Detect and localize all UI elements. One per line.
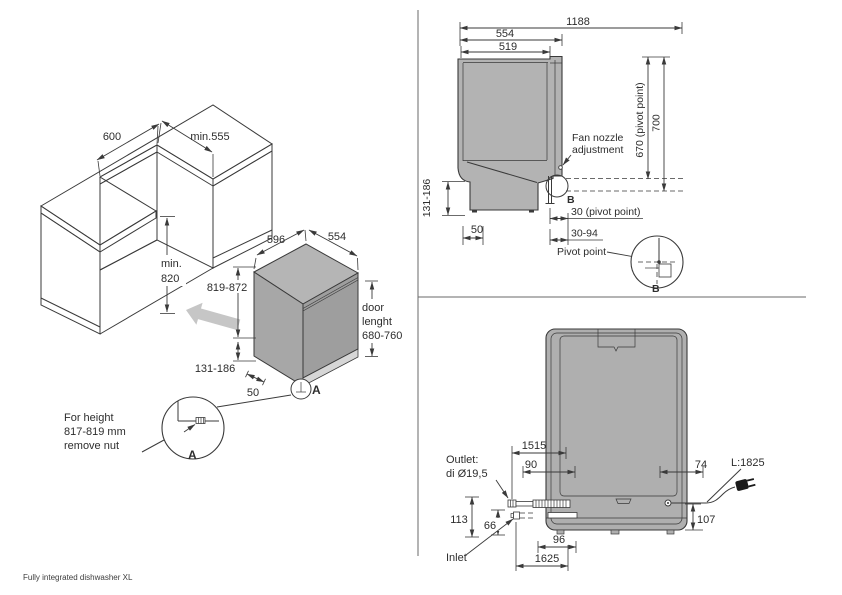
detail-b-marker: [545, 174, 569, 198]
dishwasher-isometric: [253, 243, 360, 392]
panel-dividers: [417, 10, 806, 556]
dim-door-1: door: [362, 302, 384, 314]
dim-niche-height-1: min.: [161, 258, 182, 270]
detail-a-label: A: [188, 448, 197, 462]
inlet-label: Inlet: [446, 552, 467, 564]
dishwasher-dimensions: 596 554 819-872 131-186 50 door lenght 6…: [195, 229, 414, 399]
dim-inlet-offset: 96: [553, 534, 565, 546]
plug-icon: [735, 478, 756, 491]
side-view-dimensions: 1188 554 519 670 (pivot point) 700 131-1…: [421, 16, 683, 245]
rear-view: [507, 328, 756, 535]
dim-side-pivot-height: 670 (pivot point): [634, 82, 646, 157]
inlet-hose: [510, 511, 578, 520]
dim-inlet-height: 66: [484, 520, 496, 532]
dim-cord-height: 107: [697, 514, 715, 526]
detail-a-note-2: 817-819 mm: [64, 426, 126, 438]
detail-a-note-1: For height: [64, 412, 114, 424]
outlet-label-2: di Ø19,5: [446, 468, 488, 480]
dim-cord-offset: 74: [695, 459, 707, 471]
pivot-point-label: Pivot point: [557, 246, 606, 258]
dim-side-pivot-offset: 30 (pivot point): [571, 206, 640, 218]
footer-caption: Fully integrated dishwasher XL: [23, 573, 133, 582]
push-in-arrow: [186, 302, 241, 331]
dim-cord-length: L:1825: [731, 457, 765, 469]
dim-outlet-offset: 90: [525, 459, 537, 471]
dim-side-front-gap: 50: [471, 224, 483, 236]
detail-a-note-3: remove nut: [64, 440, 119, 452]
detail-a-callout: A A For height 817-819 mm remove nut: [64, 378, 321, 462]
cabinet-niche-drawing: [40, 104, 273, 335]
dim-door-3: 680-760: [362, 330, 402, 342]
dim-niche-width: 600: [103, 131, 121, 143]
dim-side-overall: 1188: [566, 16, 590, 28]
detail-b-callout: Pivot point B: [557, 235, 684, 295]
dim-side-pivot-range: 30-94: [571, 228, 598, 240]
outlet-label-1: Outlet:: [446, 454, 478, 466]
dim-dw-plinth: 131-186: [195, 363, 235, 375]
dim-dw-height: 819-872: [207, 282, 247, 294]
cabinet-dimensions: 600 min.555 min. 820: [96, 120, 230, 314]
dim-dw-width: 596: [267, 234, 285, 246]
dim-inlet-hose-length: 1625: [535, 553, 559, 565]
outlet-hose: [507, 499, 571, 508]
detail-a-ref-label: A: [312, 383, 321, 397]
power-cord: [664, 478, 756, 507]
detail-b-label: B: [652, 283, 660, 295]
fan-nozzle-mark: [558, 165, 563, 170]
dim-side-plinth: 131-186: [421, 179, 433, 218]
dim-dw-depth: 554: [328, 231, 346, 243]
dim-side-total-height: 700: [651, 114, 663, 132]
dim-door-2: lenght: [362, 316, 392, 328]
side-view: Fan nozzle adjustment B: [457, 55, 684, 213]
dim-outlet-hose-length: 1515: [522, 440, 546, 452]
dim-side-inner-depth: 519: [499, 41, 517, 53]
dim-outlet-height: 113: [450, 514, 468, 526]
fan-nozzle-label-2: adjustment: [572, 144, 623, 156]
detail-b-ref-label: B: [567, 194, 575, 206]
dim-niche-height-2: 820: [161, 273, 179, 285]
dim-dw-front-gap: 50: [247, 387, 259, 399]
rear-view-dimensions: 1515 90 74 L:1825 107 113 66 96 1625 Out: [446, 440, 765, 571]
fan-nozzle-label-1: Fan nozzle: [572, 132, 624, 144]
dim-side-depth: 554: [496, 28, 514, 40]
dim-niche-depth: min.555: [190, 131, 229, 143]
